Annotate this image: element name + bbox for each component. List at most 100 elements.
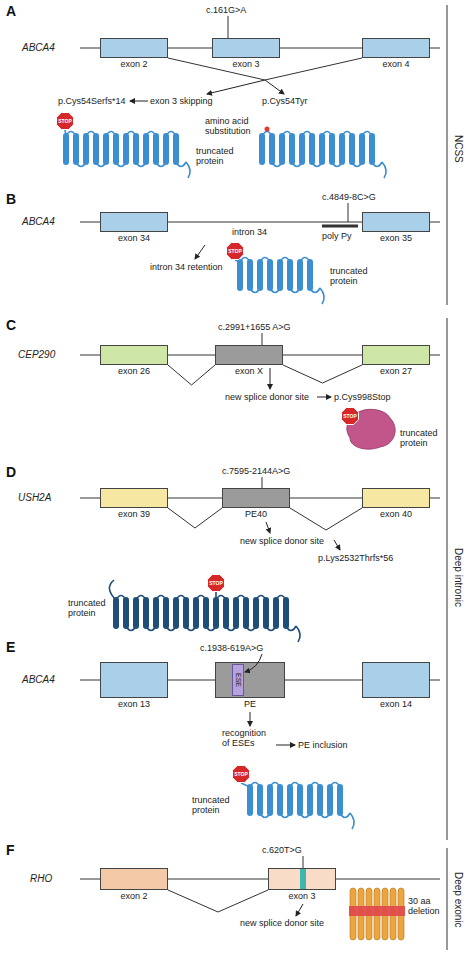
category-label: Deep intronic bbox=[452, 548, 464, 607]
exon-label: exon 26 bbox=[118, 366, 150, 376]
exon-box: exon 13 bbox=[100, 662, 168, 698]
pointer-arrow bbox=[265, 80, 284, 94]
exon-box: exon 40 bbox=[362, 488, 430, 508]
poly-py-bar bbox=[322, 225, 358, 228]
ese-box: ESE bbox=[232, 664, 244, 696]
protein-tail bbox=[382, 162, 386, 178]
annotation-text: intron 34 bbox=[232, 227, 267, 237]
mutation-tick bbox=[262, 477, 263, 488]
exon-label: exon 35 bbox=[380, 233, 412, 243]
exon-label: exon 2 bbox=[120, 59, 147, 69]
annotation-text: p.Cys998Stop bbox=[334, 392, 391, 402]
pointer-arrow bbox=[207, 80, 265, 94]
protein-tail bbox=[320, 288, 324, 304]
exon-label: PE bbox=[244, 699, 256, 709]
splice-line bbox=[290, 508, 362, 530]
mutation-tick bbox=[348, 203, 349, 222]
protein-tail bbox=[350, 813, 354, 829]
annotation-text: truncated protein bbox=[196, 146, 241, 166]
annotation-text: truncated protein bbox=[192, 795, 236, 815]
exon-box: exon 26 bbox=[100, 345, 168, 365]
exon-label: exon 13 bbox=[118, 699, 150, 709]
exon-box: exon 2 bbox=[100, 868, 168, 890]
bracket-line bbox=[447, 318, 448, 840]
annotation-text: recognition of ESEs bbox=[222, 728, 274, 748]
exon-box: PEESE bbox=[215, 662, 285, 698]
annotation-text: truncated protein bbox=[68, 598, 113, 618]
gene-name: RHO bbox=[30, 873, 52, 884]
gene-name: USH2A bbox=[18, 492, 51, 503]
exon-box: exon 35 bbox=[362, 212, 430, 232]
annotation-text: PE inclusion bbox=[298, 740, 348, 750]
annotation-text: intron 34 retention bbox=[150, 262, 223, 272]
exon-label: exon X bbox=[235, 366, 263, 376]
exon-box: exon 2 bbox=[100, 38, 168, 58]
helix-pair bbox=[300, 258, 320, 293]
bracket-line bbox=[447, 5, 448, 305]
annotation-text: poly Py bbox=[322, 231, 352, 241]
bracket-line bbox=[447, 848, 448, 950]
exon-label: PE40 bbox=[245, 509, 267, 519]
stop-octagon-shape bbox=[208, 575, 225, 592]
helix-pair bbox=[330, 783, 350, 818]
helix-pair bbox=[276, 596, 296, 631]
pointer-arrow bbox=[195, 245, 205, 259]
protein-tail bbox=[296, 626, 300, 642]
panel-letter: D bbox=[6, 465, 16, 480]
splice-line bbox=[168, 508, 222, 528]
exon-label: exon 3 bbox=[288, 891, 315, 901]
gene-name: CEP290 bbox=[18, 349, 55, 360]
mutation-tick bbox=[228, 16, 229, 38]
panel-letter: C bbox=[6, 318, 16, 333]
stop-sign: STOP bbox=[341, 407, 359, 425]
stop-sign: STOP bbox=[56, 112, 74, 130]
annotation-text: p.Cys54Serfs*14 bbox=[58, 96, 126, 106]
annotation-text: p.Lys2532Thrfs*56 bbox=[318, 553, 393, 563]
splice-line bbox=[168, 890, 268, 912]
exon-label: exon 27 bbox=[380, 366, 412, 376]
stop-octagon-shape bbox=[342, 408, 359, 425]
exon-label: exon 34 bbox=[118, 233, 150, 243]
panel-letter: B bbox=[6, 192, 16, 207]
annotation-text: c.620T>G bbox=[262, 845, 302, 855]
panel-letter: F bbox=[6, 843, 15, 858]
category-label: NCSS bbox=[452, 135, 464, 163]
stop-sign: STOP bbox=[226, 242, 244, 260]
stop-octagon-shape bbox=[233, 766, 250, 783]
rhodopsin-protein bbox=[349, 888, 405, 940]
stop-text: STOP bbox=[56, 112, 74, 130]
helix-pair bbox=[166, 132, 186, 167]
protein-e-truncated bbox=[241, 783, 354, 830]
pointer-arrow bbox=[250, 712, 251, 726]
stop-text: STOP bbox=[226, 242, 244, 260]
protein-tail bbox=[186, 162, 190, 178]
stop-text: STOP bbox=[341, 407, 359, 425]
annotation-text: c.161G>A bbox=[206, 5, 246, 15]
pointer-arrow bbox=[270, 368, 271, 389]
exon-box: PE40 bbox=[222, 488, 290, 508]
pointer-arrow bbox=[334, 540, 340, 550]
pointer-arrow bbox=[266, 522, 270, 533]
gene-name: ABCA4 bbox=[22, 216, 55, 227]
annotation-text: p.Cys54Tyr bbox=[262, 96, 308, 106]
stop-sign: STOP bbox=[207, 574, 225, 592]
protein-a-truncated bbox=[65, 130, 190, 178]
stop-octagon-shape bbox=[227, 243, 244, 260]
splice-line bbox=[168, 58, 362, 80]
exon-box: exon 3 bbox=[268, 868, 336, 890]
pointer-arrow bbox=[130, 101, 148, 102]
splice-line bbox=[283, 365, 362, 383]
annotation-text: truncated protein bbox=[400, 428, 444, 448]
protein-d-truncated bbox=[109, 580, 300, 642]
annotation-text: 30 aa deletion bbox=[408, 896, 446, 916]
annotation-text: exon 3 skipping bbox=[150, 96, 213, 106]
gene-name: ABCA4 bbox=[22, 42, 55, 53]
pointer-arrow bbox=[296, 904, 303, 916]
annotation-text: new splice donor site bbox=[240, 536, 324, 546]
exon-box: exon X bbox=[215, 345, 283, 365]
category-label: Deep exonic bbox=[452, 872, 464, 928]
stop-sign: STOP bbox=[232, 765, 250, 783]
